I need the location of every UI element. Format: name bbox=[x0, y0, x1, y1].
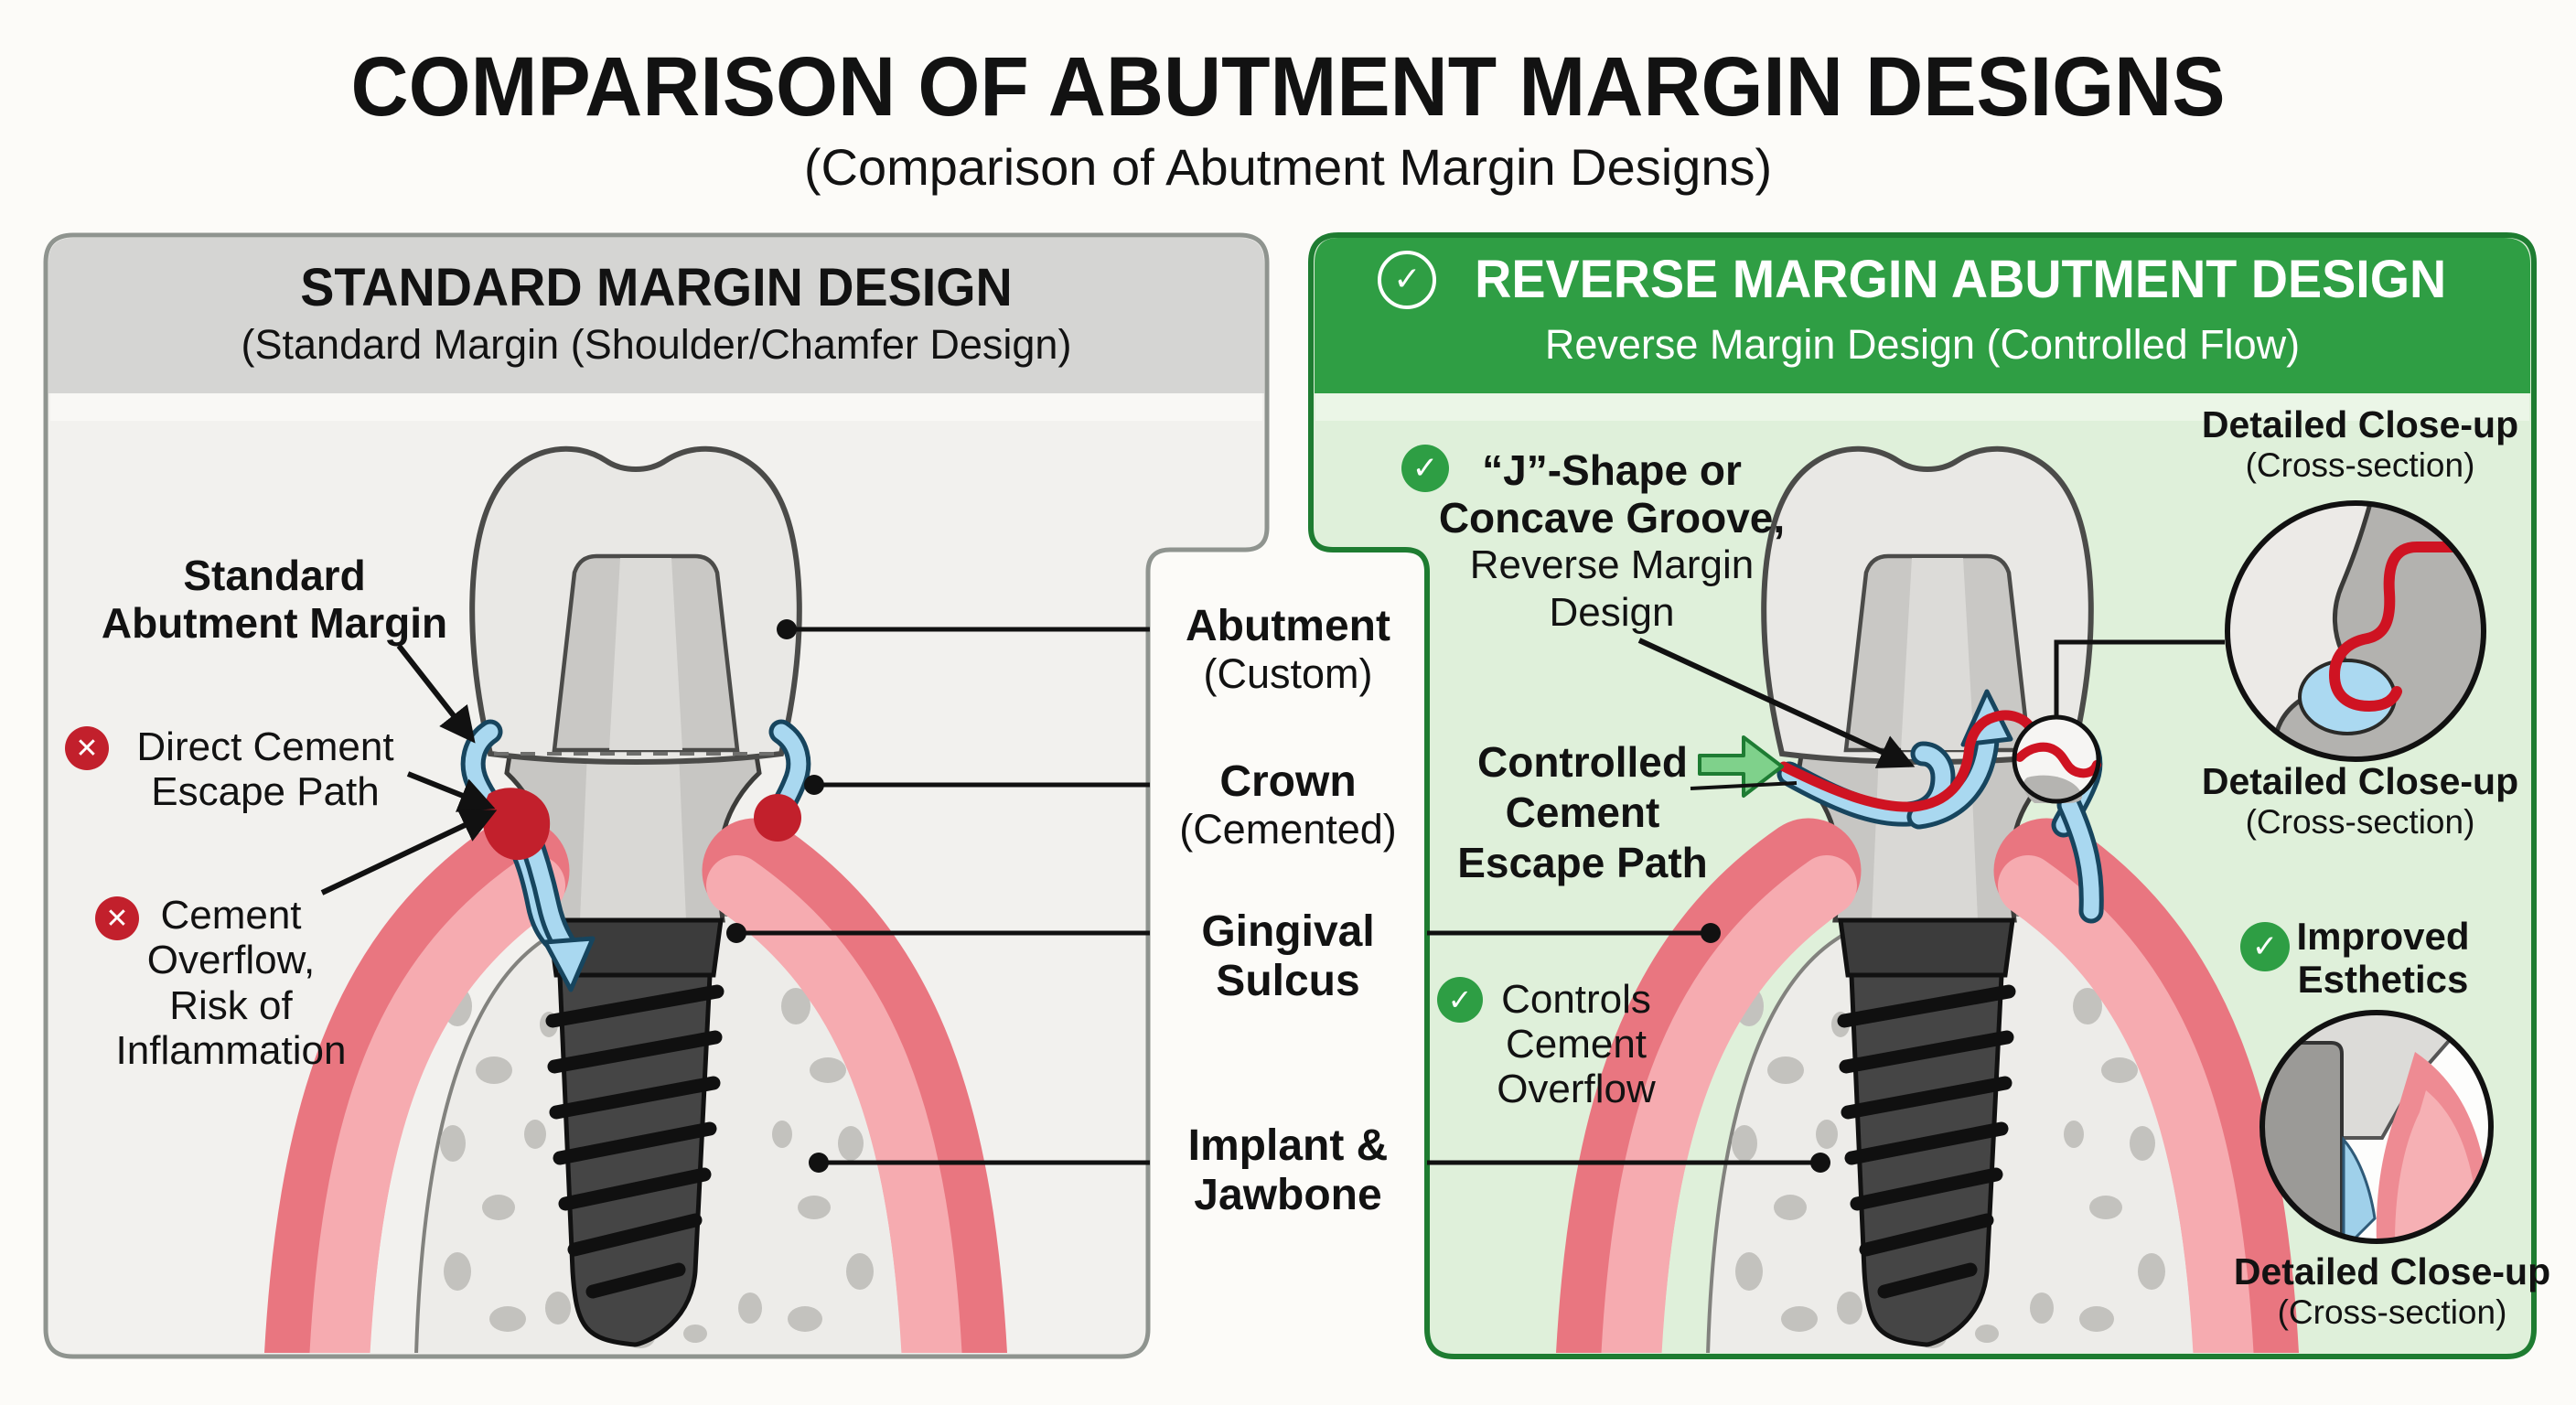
label-crown: Crown (Cemented) bbox=[1179, 757, 1397, 853]
leader-dots bbox=[726, 619, 1830, 1173]
page-subtitle: (Comparison of Abutment Margin Designs) bbox=[803, 138, 1773, 196]
label-implant: Implant & Jawbone bbox=[1187, 1121, 1389, 1219]
reverse-tooth-illustration bbox=[1554, 445, 2301, 1353]
label-abutment: Abutment (Custom) bbox=[1186, 602, 1390, 697]
standard-margin-label: Standard Abutment Margin bbox=[101, 552, 448, 647]
reverse-panel-title: REVERSE MARGIN ABUTMENT DESIGN bbox=[1475, 250, 2447, 309]
gingiva-left bbox=[263, 818, 1009, 1353]
error-icon: ✕ bbox=[65, 726, 109, 770]
leader-lines bbox=[736, 627, 1820, 1165]
controls-overflow-label: Controls Cement Overflow bbox=[1497, 977, 1656, 1111]
closeup-bottom-circle bbox=[2259, 1010, 2494, 1244]
reverse-panel-subtitle: Reverse Margin Design (Controlled Flow) bbox=[1544, 321, 2301, 368]
jshape-label: “J”-Shape or Concave Groove, Reverse Mar… bbox=[1438, 446, 1786, 635]
closeup-top-caption: Detailed Close-up (Cross-section) bbox=[2201, 760, 2519, 841]
cement-overflow-label: Cement Overflow, Risk of Inflammation bbox=[115, 893, 347, 1073]
magnifier-connector bbox=[2054, 639, 2225, 717]
check-icon: ✓ bbox=[1378, 250, 1437, 309]
standard-tooth-illustration bbox=[263, 445, 1009, 1353]
label-gingival: Gingival Sulcus bbox=[1201, 907, 1375, 1005]
page-title: COMPARISON OF ABUTMENT MARGIN DESIGNS bbox=[350, 40, 2226, 134]
crown-right bbox=[1761, 445, 2094, 765]
annotation-arrows bbox=[320, 638, 1916, 896]
implant-screw-right bbox=[1837, 917, 2016, 1347]
controlled-escape-label: Controlled Cement Escape Path bbox=[1457, 738, 1708, 886]
direct-escape-label: Direct Cement Escape Path bbox=[136, 724, 394, 815]
improved-esthetics-label: Improved Esthetics bbox=[2296, 915, 2470, 1001]
flow-arrow-icon bbox=[1698, 735, 1784, 798]
implant-screw-left bbox=[545, 917, 724, 1347]
check-icon: ✓ bbox=[1437, 977, 1483, 1023]
cement-escape-left bbox=[460, 719, 811, 992]
crown-left bbox=[469, 445, 802, 765]
reverse-panel-header: ✓ REVERSE MARGIN ABUTMENT DESIGN bbox=[1311, 249, 2534, 310]
error-icon: ✕ bbox=[95, 896, 139, 940]
closeup-bottom-caption: Detailed Close-up (Cross-section) bbox=[2233, 1250, 2551, 1331]
standard-panel-subtitle: (Standard Margin (Shoulder/Chamfer Desig… bbox=[241, 321, 1072, 368]
magnifier-circle bbox=[2012, 714, 2101, 804]
check-icon: ✓ bbox=[2240, 922, 2290, 971]
standard-panel-title: STANDARD MARGIN DESIGN bbox=[300, 258, 1013, 317]
closeup-top-circle bbox=[2225, 500, 2486, 762]
closeup-top-title: Detailed Close-up (Cross-section) bbox=[2201, 403, 2519, 484]
check-icon: ✓ bbox=[1401, 445, 1449, 492]
